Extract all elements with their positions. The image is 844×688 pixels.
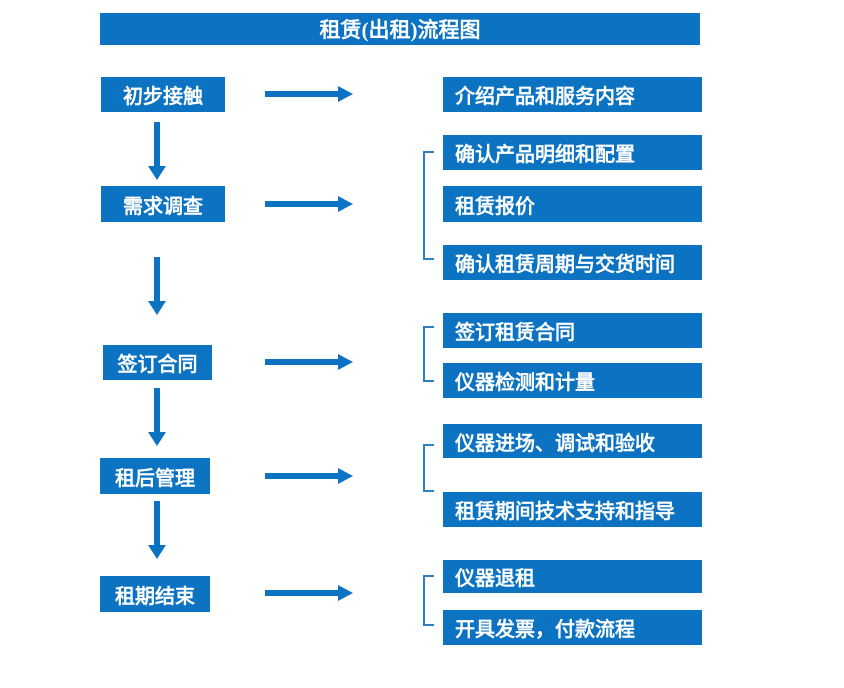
flow-arrow-right-3 — [265, 354, 353, 370]
arrow-shaft — [154, 257, 160, 302]
output-box-introduce-products: 介绍产品和服务内容 — [443, 77, 702, 112]
arrow-shaft — [265, 473, 340, 479]
output-box-instrument-return: 仪器退租 — [443, 560, 702, 593]
stage-box-initial-contact: 初步接触 — [101, 77, 225, 112]
flow-arrow-down-3 — [148, 388, 166, 446]
arrow-head — [338, 196, 353, 212]
flow-arrow-right-2 — [265, 196, 353, 212]
output-box-invoice-payment: 开具发票，付款流程 — [443, 610, 702, 645]
arrow-shaft — [154, 501, 160, 546]
arrow-head — [338, 468, 353, 484]
output-box-tech-support: 租赁期间技术支持和指导 — [443, 492, 702, 527]
output-box-rental-quote: 租赁报价 — [443, 186, 702, 222]
arrow-shaft — [154, 388, 160, 433]
flowchart-title-bar: 租赁(出租)流程图 — [100, 13, 700, 45]
output-box-instrument-setup-acceptance: 仪器进场、调试和验收 — [443, 424, 702, 458]
arrow-head — [338, 354, 353, 370]
flow-group-bracket-needs-survey — [423, 151, 434, 260]
arrow-head — [148, 166, 166, 180]
flow-arrow-right-1 — [265, 86, 353, 102]
arrow-head — [338, 585, 353, 601]
flowchart-title: 租赁(出租)流程图 — [319, 18, 481, 42]
stage-box-post-rental-management: 租后管理 — [100, 458, 210, 494]
flow-arrow-right-4 — [265, 468, 353, 484]
flow-arrow-down-1 — [148, 122, 166, 180]
arrow-shaft — [265, 201, 340, 207]
output-box-confirm-rental-period: 确认租赁周期与交货时间 — [443, 245, 702, 280]
flow-arrow-down-2 — [148, 257, 166, 315]
arrow-head — [148, 545, 166, 559]
arrow-shaft — [265, 359, 340, 365]
arrow-head — [338, 86, 353, 102]
arrow-shaft — [154, 122, 160, 167]
output-box-instrument-testing: 仪器检测和计量 — [443, 363, 702, 398]
arrow-head — [148, 301, 166, 315]
output-box-sign-rental-contract: 签订租赁合同 — [443, 313, 702, 348]
flow-arrow-right-5 — [265, 585, 353, 601]
stage-box-needs-survey: 需求调查 — [101, 186, 225, 222]
arrow-head — [148, 432, 166, 446]
arrow-shaft — [265, 91, 340, 97]
stage-box-rental-end: 租期结束 — [100, 576, 210, 612]
stage-box-sign-contract: 签订合同 — [103, 345, 212, 380]
flow-group-bracket-sign-contract — [423, 326, 434, 382]
arrow-shaft — [265, 590, 340, 596]
flow-group-bracket-rental-end — [423, 575, 434, 626]
output-box-confirm-product-details: 确认产品明细和配置 — [443, 135, 702, 170]
flow-group-bracket-post-rental — [423, 444, 434, 492]
flow-arrow-down-4 — [148, 501, 166, 559]
